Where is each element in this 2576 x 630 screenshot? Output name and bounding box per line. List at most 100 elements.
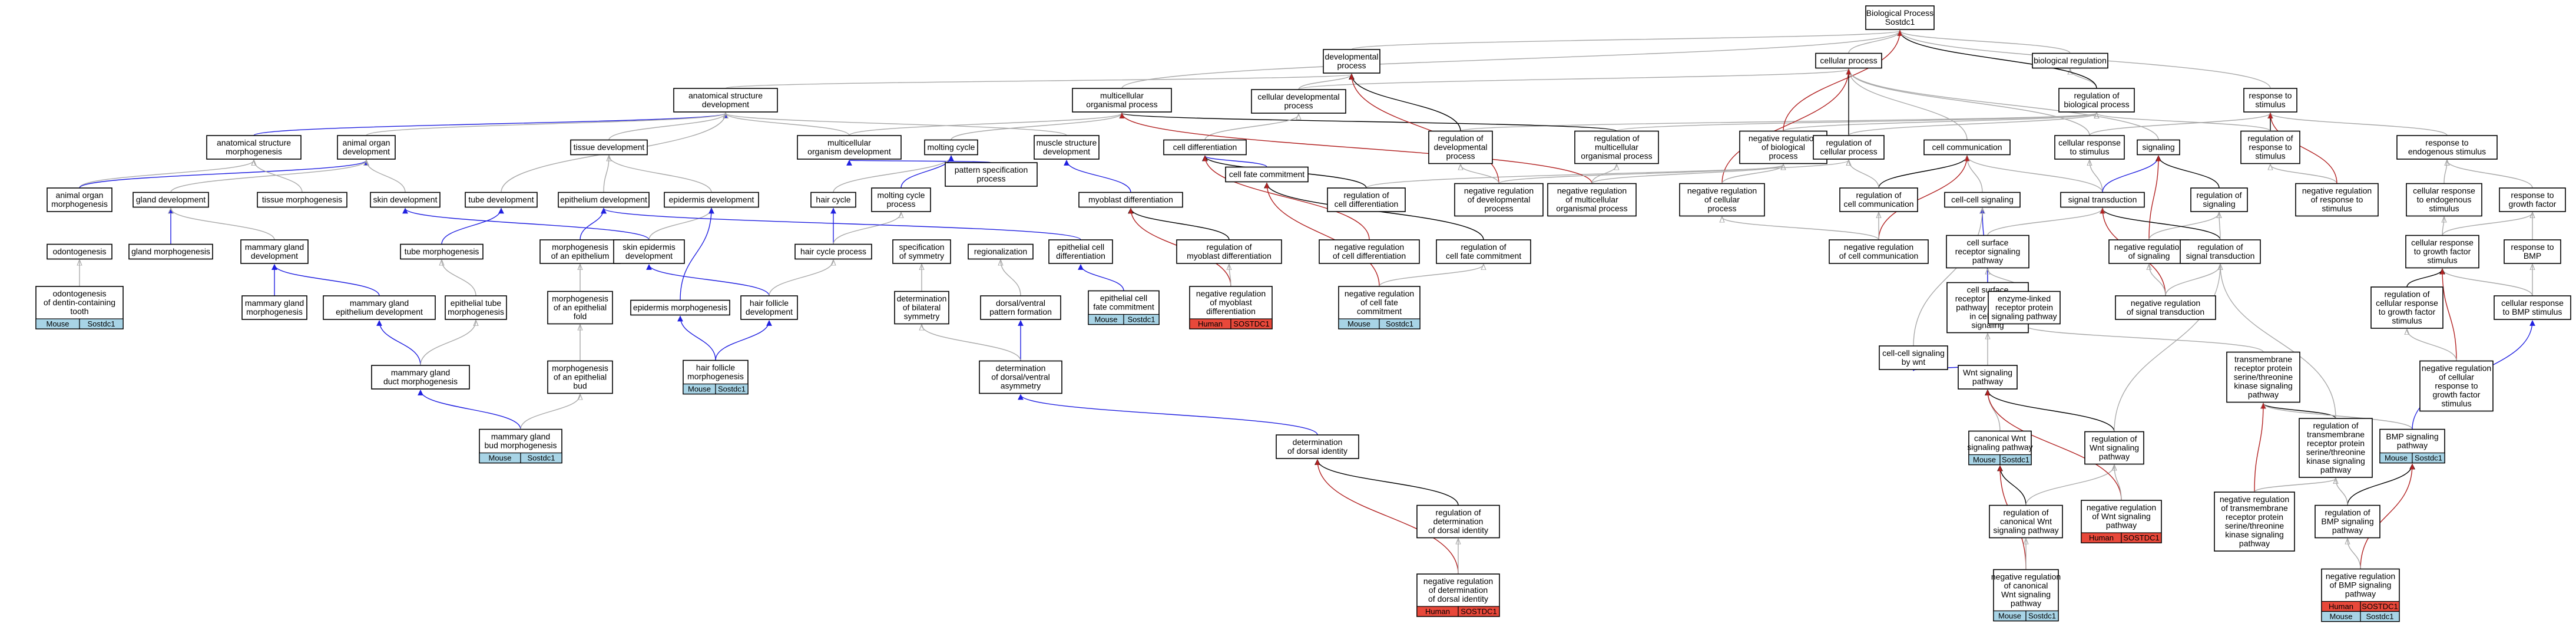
go-term-node[interactable]: epidermis development bbox=[664, 192, 759, 208]
go-term-node[interactable]: signaling bbox=[2137, 139, 2180, 156]
go-term-node[interactable]: gland morphogenesis bbox=[128, 243, 213, 260]
go-term-node[interactable]: cell communication bbox=[1923, 139, 2011, 156]
go-term-node[interactable]: skin development bbox=[370, 192, 441, 208]
go-term-node[interactable]: hair cycle process bbox=[794, 243, 872, 260]
go-term-node[interactable]: tube morphogenesis bbox=[400, 243, 484, 260]
go-term-node[interactable]: gland development bbox=[133, 192, 209, 208]
go-term-node[interactable]: tissue development bbox=[570, 139, 648, 156]
go-term-node[interactable]: cell-cell signaling bbox=[1944, 192, 2021, 208]
go-term-node[interactable]: tube development bbox=[465, 192, 538, 208]
go-term-node[interactable]: biological regulation bbox=[2032, 52, 2108, 69]
go-term-node[interactable]: hair cycle bbox=[810, 192, 856, 208]
go-term-node[interactable]: molting cycle bbox=[924, 139, 978, 156]
go-term-node[interactable]: tissue morphogenesis bbox=[257, 192, 347, 208]
go-term-node[interactable]: epithelium development bbox=[558, 192, 650, 208]
go-term-node[interactable]: cellular process bbox=[1815, 52, 1882, 69]
go-term-node[interactable]: cell fate commitment bbox=[1225, 166, 1309, 183]
go-term-node[interactable]: regionalization bbox=[968, 243, 1034, 260]
go-term-node[interactable]: myoblast differentiation bbox=[1078, 192, 1183, 208]
go-term-node[interactable]: odontogenesis bbox=[47, 243, 112, 260]
go-term-node[interactable]: signal transduction bbox=[2060, 192, 2145, 208]
go-term-node[interactable]: cell differentiation bbox=[1163, 139, 1247, 156]
